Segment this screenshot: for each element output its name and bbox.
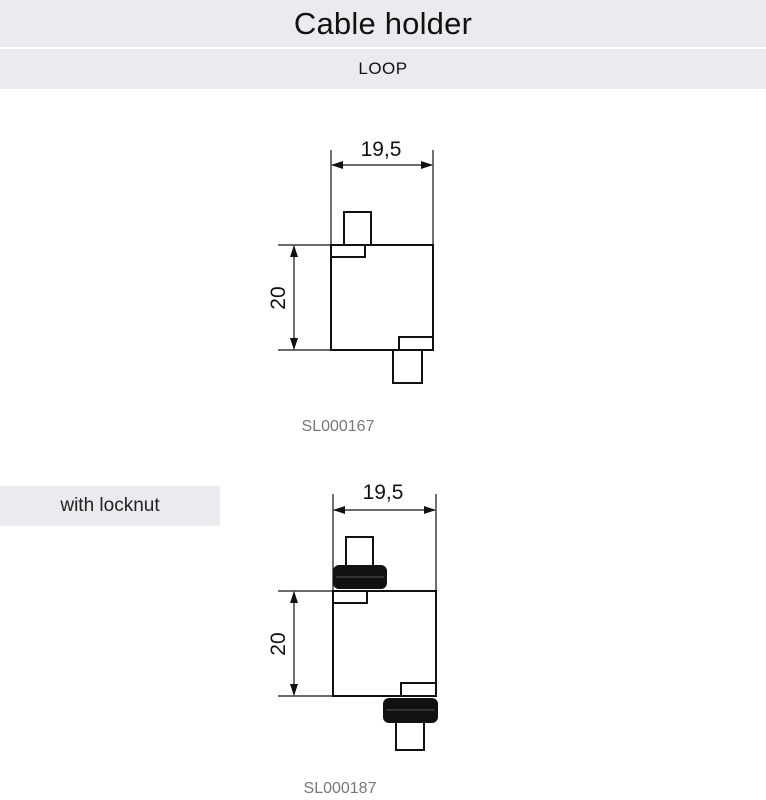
- bottom-plate: [400, 682, 437, 697]
- variant-label-box: with locknut: [0, 486, 220, 526]
- bottom-pin: [392, 349, 423, 384]
- width-dimension-label: 19,5: [363, 481, 404, 504]
- top-pin: [345, 536, 374, 568]
- top-plate: [330, 244, 366, 258]
- product-code: SL000167: [302, 418, 375, 435]
- holder-body: [332, 590, 437, 697]
- top-pin: [343, 211, 372, 246]
- title-bar: Cable holder: [0, 0, 766, 47]
- bottom-plate: [398, 336, 434, 351]
- top-plate: [332, 590, 368, 604]
- height-dimension-label: 20: [267, 632, 290, 655]
- drawing-sl000167: [278, 150, 434, 384]
- bottom-pin: [395, 721, 425, 751]
- variant-label: with locknut: [60, 495, 160, 516]
- height-dimension-label: 20: [267, 286, 290, 309]
- product-code: SL000187: [304, 780, 377, 797]
- width-dimension-label: 19,5: [361, 138, 402, 161]
- subtitle-bar: LOOP: [0, 49, 766, 89]
- page-title: Cable holder: [293, 5, 473, 41]
- holder-body: [330, 244, 434, 351]
- product-line-label: LOOP: [358, 59, 408, 78]
- drawing-sl000187: [278, 494, 438, 751]
